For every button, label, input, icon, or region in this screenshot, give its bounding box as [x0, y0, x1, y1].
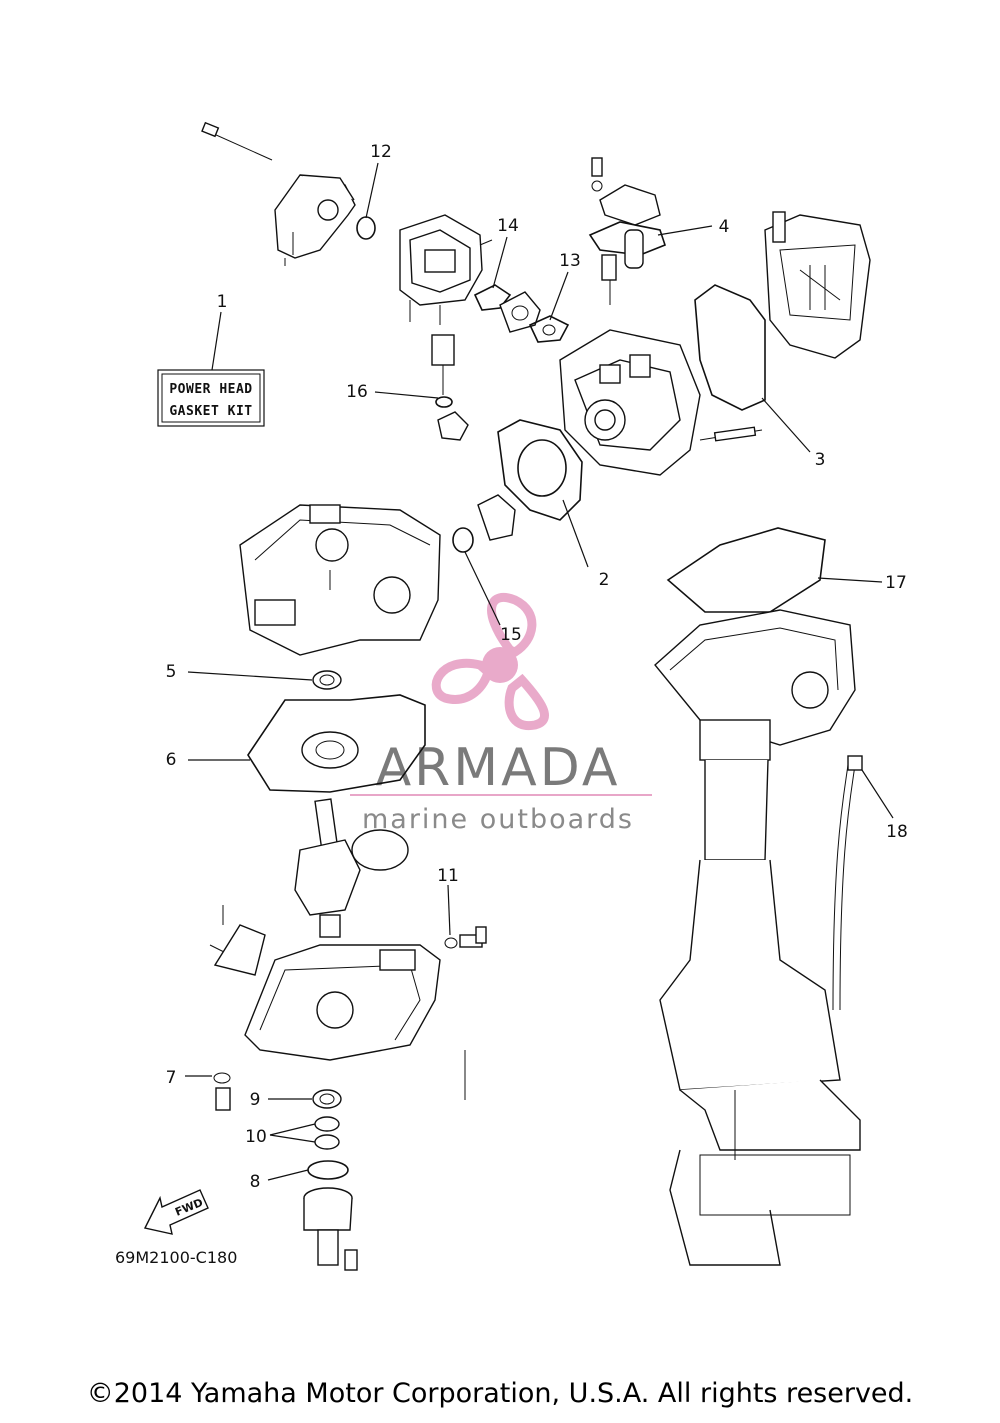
- callout-2: 2: [599, 570, 610, 590]
- copyright-notice: ©2014 Yamaha Motor Corporation, U.S.A. A…: [86, 1378, 914, 1409]
- part-o-ring-8: [307, 1160, 349, 1180]
- diagram-code: 69M2100-C180: [115, 1248, 237, 1267]
- callout-3: 3: [815, 450, 826, 470]
- callout-16: 16: [346, 382, 368, 402]
- callout-14: 14: [497, 216, 519, 236]
- gasket-kit-label: POWER HEAD GASKET KIT: [157, 369, 265, 427]
- part-lower-crankcase: [209, 905, 466, 1100]
- kit-label-line2: GASKET KIT: [169, 404, 252, 419]
- callout-4: 4: [719, 217, 730, 237]
- part-fuel-fitting: [431, 334, 469, 441]
- part-hose-18: [832, 755, 863, 1011]
- callout-6: 6: [166, 750, 177, 770]
- part-drive-shaft-housing: [303, 1187, 358, 1271]
- part-carburetor: [399, 214, 493, 325]
- part-bolt-7: [215, 1087, 231, 1111]
- part-carb-spacer: [499, 291, 541, 333]
- part-cylinder-plug: [477, 494, 516, 541]
- part-upper-casing: [654, 609, 861, 1266]
- callout-7: 7: [166, 1068, 177, 1088]
- watermark-brand: ARMADA: [376, 738, 621, 798]
- callout-11: 11: [437, 866, 459, 886]
- callout-8: 8: [250, 1172, 261, 1192]
- callout-17: 17: [885, 573, 907, 593]
- part-o-ring-15: [452, 527, 474, 553]
- fwd-arrow: FWD: [143, 1189, 209, 1235]
- part-crankcase-gasket-6: [247, 694, 426, 793]
- part-exhaust-cover: [764, 211, 871, 359]
- callout-5: 5: [166, 662, 177, 682]
- part-thermostat-cover: [588, 157, 666, 305]
- callout-18: 18: [886, 822, 908, 842]
- callout-13: 13: [559, 251, 581, 271]
- part-oil-seal-9: [312, 1089, 342, 1109]
- part-oil-seal-10a: [314, 1116, 340, 1132]
- part-washer-7: [213, 1072, 231, 1084]
- callout-1: 1: [217, 292, 228, 312]
- part-crankshaft: [294, 798, 409, 938]
- part-bolt-11: [444, 926, 487, 949]
- kit-label-line1: POWER HEAD: [169, 382, 252, 397]
- part-cylinder-head: [559, 329, 763, 476]
- part-cylinder-block: [239, 504, 441, 656]
- part-gasket-3: [694, 284, 766, 411]
- part-head-gasket-bore: [517, 439, 567, 497]
- armada-propeller-logo: [431, 593, 549, 731]
- part-bearing: [301, 731, 359, 769]
- part-gasket-13: [528, 315, 570, 343]
- callout-15: 15: [500, 625, 522, 645]
- part-bracket-assembly: [201, 121, 356, 266]
- part-o-ring-12: [356, 216, 376, 240]
- part-gasket-17: [666, 527, 826, 613]
- part-oil-seal-10b: [314, 1134, 340, 1150]
- callout-12: 12: [370, 142, 392, 162]
- part-oil-seal-5: [312, 670, 342, 690]
- watermark-tagline: marine outboards: [362, 804, 634, 835]
- part-head-gasket-2: [497, 419, 583, 521]
- callout-leaders: [185, 162, 894, 1181]
- callout-10: 10: [245, 1127, 267, 1147]
- part-gasket-14: [473, 284, 512, 311]
- callout-9: 9: [250, 1090, 261, 1110]
